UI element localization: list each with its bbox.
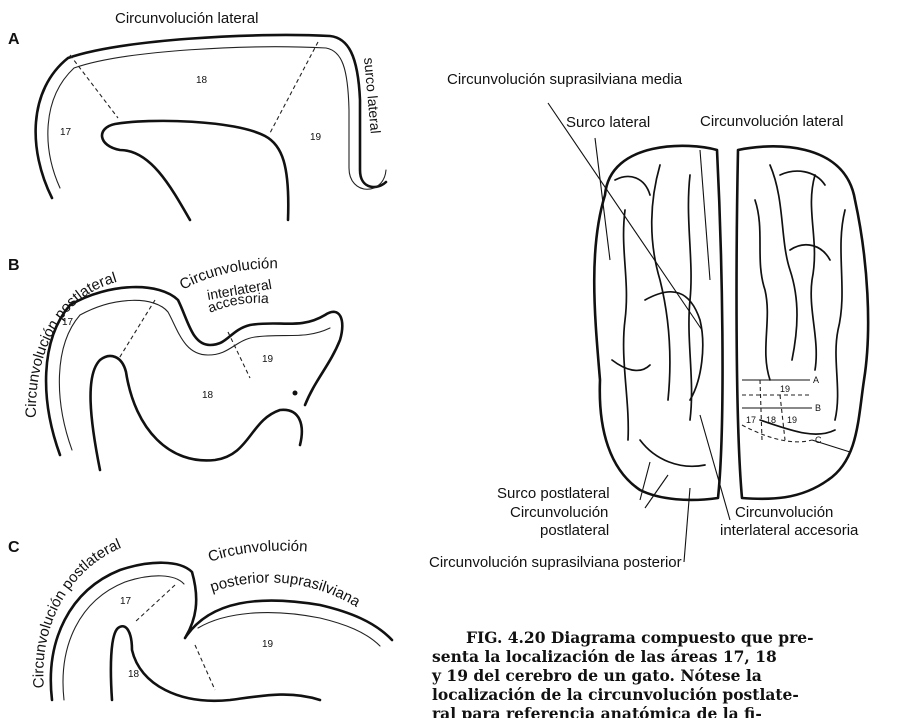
panel-b-dot — [293, 391, 298, 396]
brain-label-postlateral-line2: postlateral — [540, 522, 609, 539]
inset-area-19b: 19 — [787, 415, 797, 425]
panel-b-area-18: 18 — [202, 390, 214, 401]
panel-c-area-17: 17 — [120, 596, 132, 607]
panel-a-outer-contour — [36, 35, 386, 198]
caption-line-3: y 19 del cerebro de un gato. Nótese la — [431, 666, 762, 685]
panel-a-boundary-18-19 — [270, 42, 318, 133]
panel-a-area-19: 19 — [310, 132, 322, 143]
panel-c-sulcus — [111, 626, 320, 701]
panel-c-letter: C — [8, 539, 20, 556]
figure-caption: FIG. 4.20 Diagrama compuesto que pre- se… — [431, 628, 814, 718]
panel-c-area-18: 18 — [128, 669, 140, 680]
panel-b-area-17: 17 — [62, 317, 74, 328]
panel-b: B Circunvolución postlateral Circunvoluc… — [8, 255, 342, 470]
panel-a: A Circunvolución lateral surco lateral 1… — [8, 10, 386, 220]
panel-a-inner-contour — [48, 47, 386, 189]
inset-area-17: 17 — [746, 415, 756, 425]
brain-label-surco-postlateral: Surco postlateral — [497, 485, 610, 502]
panel-a-title: Circunvolución lateral — [115, 10, 258, 27]
inset-marker-c: C — [815, 435, 822, 445]
panel-c-boundary-18-19 — [195, 645, 215, 690]
brain-label-interlateral-line2: interlateral accesoria — [720, 522, 859, 539]
inset-marker-b: B — [815, 403, 821, 413]
brain-label-postlateral-line1: Circunvolución — [510, 504, 608, 521]
panel-a-surco-lateral-label: surco lateral — [361, 57, 384, 134]
caption-line-5: ral para referencia anatómica de la fi- — [432, 704, 762, 718]
brain-label-circ-lateral: Circunvolución lateral — [700, 113, 843, 130]
inset-marker-a: A — [813, 375, 819, 385]
brain-label-suprasilviana-posterior: Circunvolución suprasilviana posterior — [429, 554, 682, 571]
panel-b-area-19: 19 — [262, 354, 274, 365]
panel-a-letter: A — [8, 31, 20, 48]
panel-c: C Circunvolución postlateral Circunvoluc… — [8, 536, 392, 701]
caption-line-1: FIG. 4.20 Diagrama compuesto que pre- — [466, 628, 814, 647]
panel-b-outer-contour — [46, 287, 342, 455]
panel-a-area-18: 18 — [196, 75, 208, 86]
brain-diagram: A B C 19 17 18 19 Circunvolución suprasi… — [429, 71, 868, 571]
panel-c-label-posterior-line1: Circunvolución — [206, 538, 308, 566]
inset-area-18: 18 — [766, 415, 776, 425]
panel-c-boundary-17-18 — [135, 585, 175, 622]
panel-a-area-17: 17 — [60, 127, 72, 138]
panel-a-boundary-17-18 — [70, 55, 118, 118]
brain-gyri — [612, 165, 845, 466]
panel-b-sulcus — [91, 356, 302, 470]
panel-c-inner-contour-right — [198, 613, 380, 646]
panel-a-sulcus — [102, 121, 288, 220]
brain-right-hemisphere — [737, 146, 869, 498]
brain-label-surco-lateral: Surco lateral — [566, 114, 650, 131]
caption-line-4: localización de la circunvolución postla… — [432, 685, 799, 704]
brain-label-suprasilviana-media: Circunvolución suprasilviana media — [447, 71, 683, 88]
brain-area-inset: A B C 19 17 18 19 — [742, 375, 850, 452]
caption-line-2: senta la localización de las áreas 17, 1… — [432, 647, 777, 666]
panel-c-label-postlateral: Circunvolución postlateral — [30, 536, 123, 689]
inset-area-19: 19 — [780, 384, 790, 394]
panel-b-boundary-17-18 — [118, 300, 155, 360]
panel-c-area-19: 19 — [262, 639, 274, 650]
brain-label-interlateral-line1: Circunvolución — [735, 504, 833, 521]
panel-b-letter: B — [8, 257, 20, 274]
